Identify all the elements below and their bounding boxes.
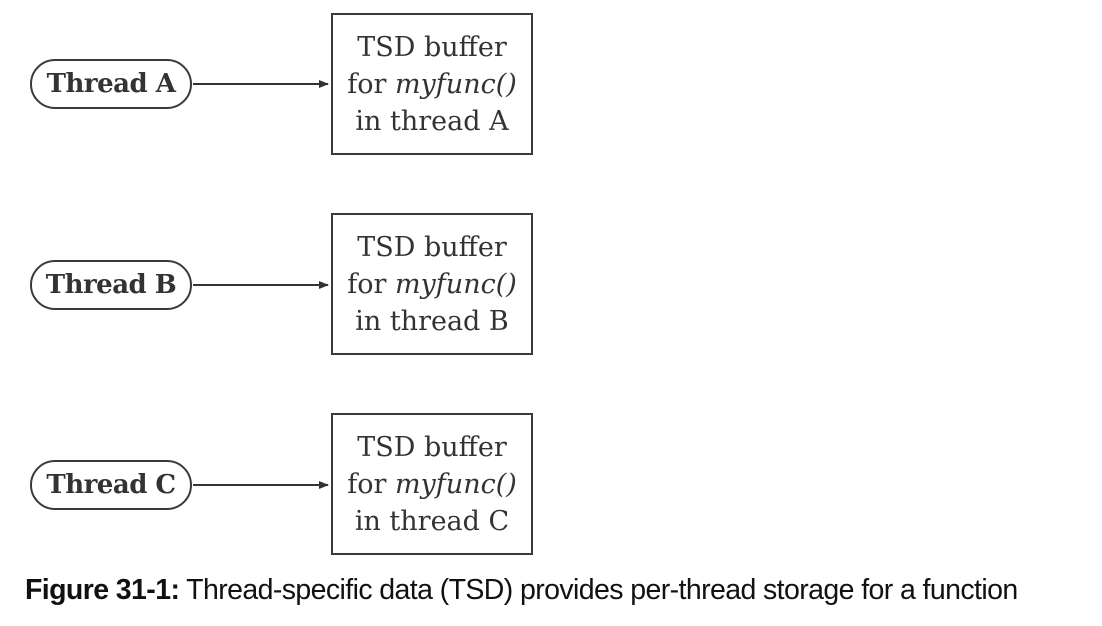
tsd-buffer-c-line2: for myfunc() xyxy=(347,466,517,503)
tsd-buffer-b-line3: in thread B xyxy=(355,305,509,337)
thread-a-label: Thread A xyxy=(46,69,176,99)
thread-c-node: Thread C xyxy=(30,460,192,510)
tsd-buffer-box-c: TSD buffer for myfunc() in thread C xyxy=(331,413,533,555)
figure-caption-text: Thread-specific data (TSD) provides per-… xyxy=(179,574,1018,606)
tsd-buffer-b-for: for xyxy=(347,268,395,300)
tsd-buffer-a-for: for xyxy=(347,68,395,100)
tsd-buffer-a-func: myfunc() xyxy=(394,68,517,100)
thread-b-label: Thread B xyxy=(45,270,177,300)
figure-caption: Figure 31-1: Thread-specific data (TSD) … xyxy=(25,574,1100,607)
tsd-buffer-box-a: TSD buffer for myfunc() in thread A xyxy=(331,13,533,155)
tsd-buffer-c-line1: TSD buffer xyxy=(357,431,507,463)
tsd-buffer-c-for: for xyxy=(347,468,395,500)
tsd-buffer-c-func: myfunc() xyxy=(394,468,517,500)
figure-caption-label: Figure 31-1: xyxy=(25,574,180,606)
tsd-buffer-b-line2: for myfunc() xyxy=(347,266,517,303)
tsd-buffer-box-b: TSD buffer for myfunc() in thread B xyxy=(331,213,533,355)
thread-c-label: Thread C xyxy=(46,470,176,500)
tsd-buffer-b-func: myfunc() xyxy=(394,268,517,300)
tsd-buffer-a-line3: in thread A xyxy=(355,105,509,137)
thread-b-node: Thread B xyxy=(30,260,192,310)
tsd-buffer-a-line2: for myfunc() xyxy=(347,66,517,103)
thread-a-node: Thread A xyxy=(30,59,192,109)
tsd-buffer-b-line1: TSD buffer xyxy=(357,231,507,263)
tsd-buffer-c-line3: in thread C xyxy=(354,505,510,537)
tsd-buffer-a-line1: TSD buffer xyxy=(357,31,507,63)
